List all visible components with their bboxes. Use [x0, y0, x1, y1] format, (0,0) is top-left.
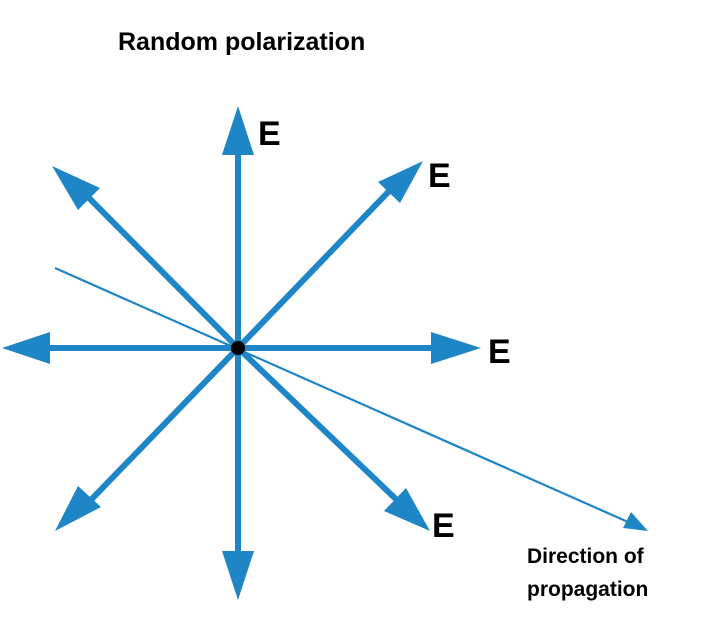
vector-down-right: [235, 345, 430, 531]
field-vectors: [2, 106, 481, 600]
propagation-label-line2: propagation: [527, 578, 649, 601]
vector-down-left: [55, 345, 241, 531]
propagation-line: [54, 266, 629, 524]
vector-down: [222, 348, 254, 600]
propagation-label: Direction of propagation: [527, 540, 648, 606]
propagation-arrow: [54, 266, 648, 531]
diagram-title: Random polarization: [118, 28, 366, 56]
e-label-right: E: [488, 333, 511, 371]
e-label-up: E: [258, 115, 281, 153]
origin-dot: [231, 341, 245, 355]
vector-up: [222, 106, 254, 348]
propagation-label-line1: Direction of: [527, 545, 644, 568]
e-label-up-right: E: [428, 157, 451, 195]
e-label-down-right: E: [432, 507, 455, 545]
propagation-arrowhead: [623, 512, 648, 531]
vector-right: [238, 332, 481, 364]
vector-up-left: [52, 166, 241, 351]
vector-left: [2, 332, 238, 364]
vector-up-right: [235, 161, 423, 351]
